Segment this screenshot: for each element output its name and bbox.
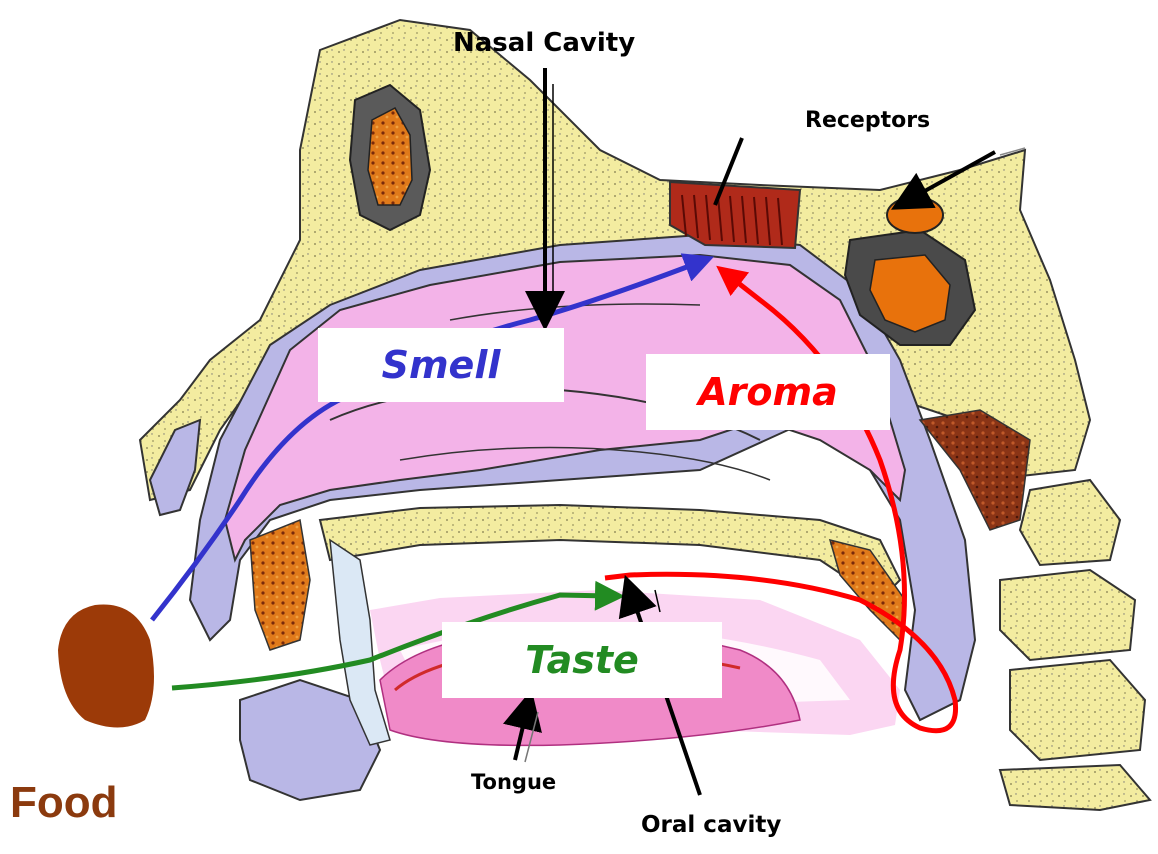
nasal-cavity-label: Nasal Cavity — [453, 28, 635, 58]
aroma-label: Aroma — [698, 370, 838, 414]
taste-label: Taste — [525, 638, 639, 682]
smell-label-box: Smell — [318, 328, 564, 402]
tongue-label: Tongue — [471, 770, 556, 794]
receptors-label: Receptors — [805, 108, 930, 133]
smell-label: Smell — [382, 343, 501, 387]
aroma-label-box: Aroma — [646, 354, 890, 430]
taste-label-box: Taste — [442, 622, 722, 698]
food-blob-icon — [58, 604, 154, 727]
soft-palate-tissue — [830, 540, 905, 640]
food-label: Food — [10, 778, 118, 828]
oral-cavity-label: Oral cavity — [641, 812, 781, 838]
